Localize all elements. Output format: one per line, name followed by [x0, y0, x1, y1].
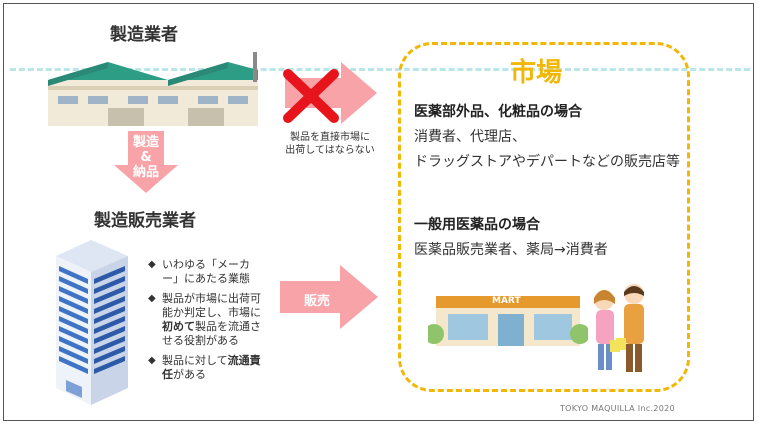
manufacturer-title: 製造業者: [110, 25, 178, 45]
store-sign: MART: [492, 296, 521, 306]
office-building-illustration: [56, 240, 128, 405]
market-section1-heading: 医薬部外品、化粧品の場合: [414, 104, 582, 120]
copyright-footer: TOKYO MAQUILLA Inc.2020: [560, 404, 675, 413]
bullet-item: 製品に対して流通責任がある: [148, 354, 266, 382]
store-illustration: [428, 296, 588, 346]
slide-frame: [3, 3, 754, 421]
sales-arrow: [280, 265, 378, 329]
decorative-dashed-line: [10, 68, 750, 71]
market-section2-line1: 医薬品販売業者、薬局→消費者: [414, 242, 608, 258]
manufacture-delivery-label: 製造 & 納品: [132, 135, 159, 180]
prohibited-arrow: [285, 62, 377, 124]
bullet-item: 製品が市場に出荷可能か判定し、市場に初めて製品を流通させる役割がある: [148, 292, 266, 348]
down-arrow: [114, 131, 178, 193]
shoppers-illustration: [594, 284, 644, 372]
market-section2-heading: 一般用医薬品の場合: [414, 217, 540, 233]
seller-bullet-list: いわゆる「メーカー」にあたる業態 製品が市場に出荷可能か判定し、市場に初めて製品…: [148, 258, 266, 388]
prohibition-note: 製品を直接市場に 出荷してはならない: [285, 132, 375, 156]
market-box: [398, 42, 690, 392]
bullet-item: いわゆる「メーカー」にあたる業態: [148, 258, 266, 286]
market-title: 市場: [510, 58, 563, 88]
market-section1-line2: ドラッグストアやデパートなどの販売店等: [414, 154, 680, 170]
factory-illustration: [48, 52, 258, 126]
seller-title: 製造販売業者: [94, 211, 196, 231]
sales-arrow-label: 販売: [303, 294, 330, 309]
cross-mark-icon: [283, 69, 339, 123]
market-section1-line1: 消費者、代理店、: [414, 129, 526, 145]
